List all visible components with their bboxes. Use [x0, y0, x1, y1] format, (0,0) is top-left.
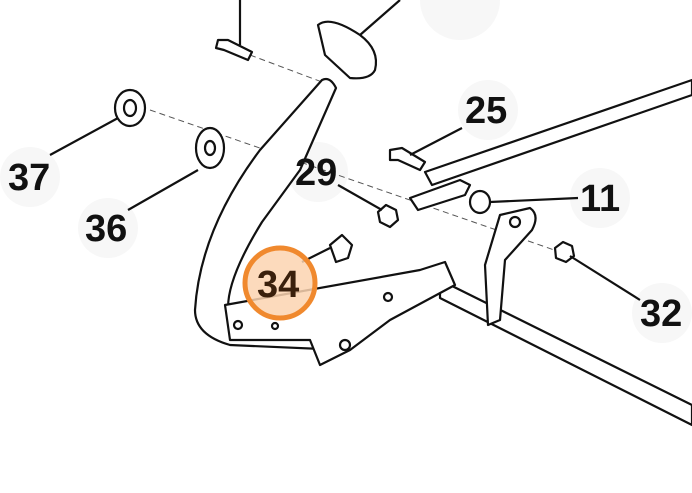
callout-29[interactable]: 29 — [295, 152, 337, 194]
assembly-axis-line — [249, 54, 331, 86]
callout-36[interactable]: 36 — [85, 208, 127, 250]
callout-11[interactable]: 11 — [580, 178, 620, 220]
callout-32[interactable]: 32 — [640, 293, 682, 335]
cap-nut-34 — [328, 233, 354, 264]
nut-29 — [376, 203, 400, 229]
callout-34-highlight[interactable]: 34 — [242, 245, 318, 321]
cap-part — [316, 20, 378, 80]
label-backgrounds — [0, 0, 692, 343]
washer-11 — [468, 189, 492, 215]
lever-plate — [193, 77, 347, 352]
callout-37[interactable]: 37 — [8, 157, 50, 199]
nut-32 — [553, 240, 576, 264]
rod-end — [408, 178, 472, 212]
control-rod — [423, 78, 692, 187]
callout-34[interactable]: 34 — [257, 264, 299, 306]
bolt-25 — [388, 146, 427, 172]
right-bracket — [483, 206, 537, 327]
screw — [214, 38, 254, 62]
bracket — [223, 260, 457, 367]
callout-25[interactable]: 25 — [465, 90, 507, 132]
